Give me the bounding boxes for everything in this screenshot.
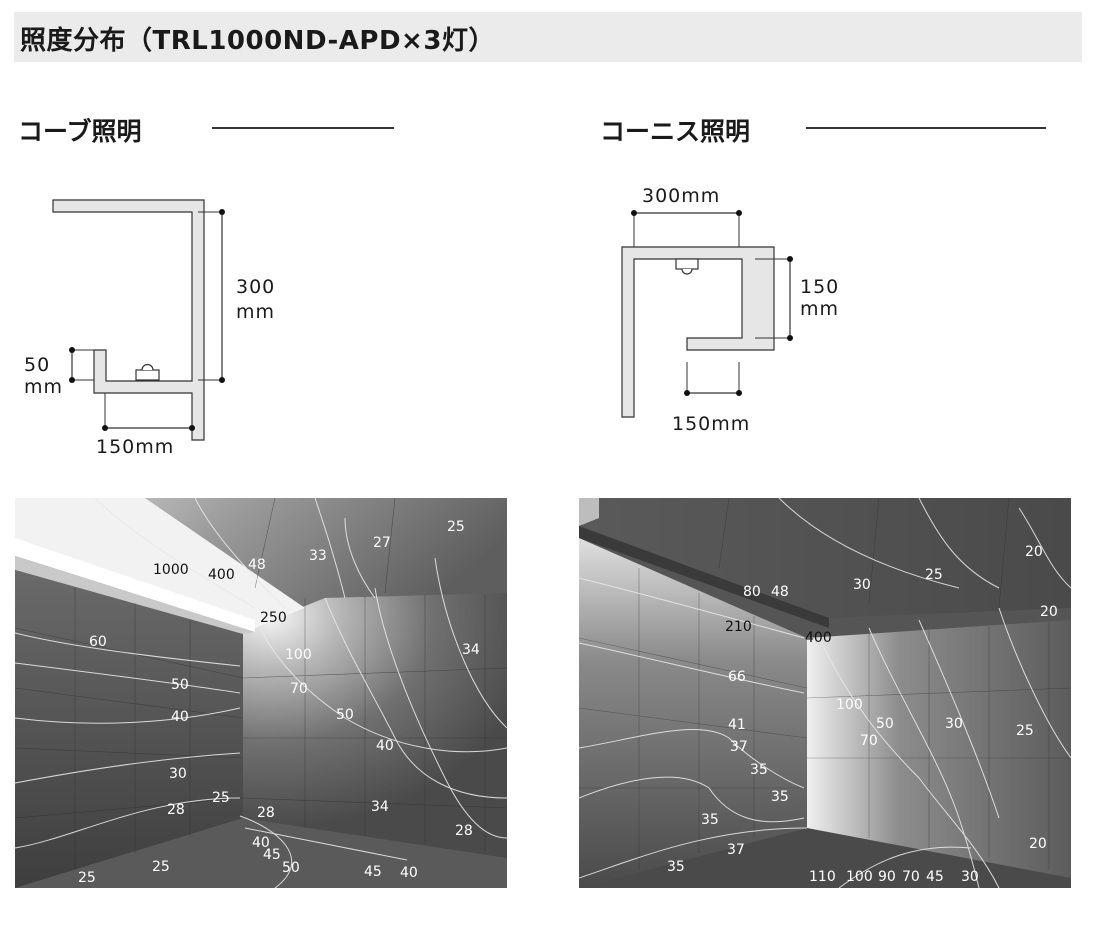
isolux-value: 400 <box>805 630 832 646</box>
isolux-value: 41 <box>728 717 746 733</box>
cove-heading: コーブ照明 <box>18 117 142 146</box>
isolux-value: 48 <box>248 557 266 573</box>
isolux-value: 20 <box>1029 836 1047 852</box>
isolux-value: 45 <box>263 847 281 863</box>
cornice-profile <box>621 246 775 418</box>
page-title: 照度分布（TRL1000ND-APD×3灯） <box>20 26 495 56</box>
isolux-value: 40 <box>252 835 270 851</box>
isolux-value: 34 <box>371 799 389 815</box>
isolux-value: 210 <box>725 619 752 635</box>
isolux-value: 50 <box>876 716 894 732</box>
isolux-value: 100 <box>846 869 873 885</box>
cove-dim-lip-unit: mm <box>24 376 63 398</box>
isolux-value: 25 <box>152 859 170 875</box>
isolux-value: 37 <box>730 739 748 755</box>
isolux-value: 60 <box>89 634 107 650</box>
cornice-illuminance-render: 210 400 20 25 30 80 48 20 66 100 50 30 2… <box>579 498 1071 888</box>
isolux-value: 25 <box>447 519 465 535</box>
isolux-value: 25 <box>78 870 96 886</box>
isolux-value: 35 <box>701 812 719 828</box>
lamp-icon <box>675 258 699 275</box>
isolux-value: 40 <box>376 738 394 754</box>
isolux-value: 30 <box>169 766 187 782</box>
cove-dim-width: 150mm <box>96 436 174 458</box>
isolux-value: 1000 <box>153 562 189 578</box>
isolux-value: 25 <box>1016 723 1034 739</box>
isolux-value: 48 <box>771 584 789 600</box>
isolux-value: 28 <box>167 802 185 818</box>
isolux-value: 45 <box>926 869 944 885</box>
isolux-value: 50 <box>336 707 354 723</box>
cove-dim-height-unit: mm <box>236 301 275 323</box>
isolux-value: 33 <box>309 548 327 564</box>
cornice-heading-rule <box>806 127 1046 129</box>
cove-dim-lip-value: 50 <box>24 354 50 376</box>
isolux-value: 110 <box>809 869 836 885</box>
isolux-value: 34 <box>462 642 480 658</box>
isolux-value: 37 <box>727 842 745 858</box>
isolux-value: 70 <box>860 733 878 749</box>
isolux-value: 70 <box>902 869 920 885</box>
isolux-value: 35 <box>750 762 768 778</box>
isolux-value: 30 <box>853 577 871 593</box>
isolux-value: 50 <box>282 860 300 876</box>
isolux-value: 28 <box>257 805 275 821</box>
isolux-value: 400 <box>208 567 235 583</box>
isolux-value: 30 <box>945 716 963 732</box>
isolux-value: 27 <box>373 535 391 551</box>
cornice-dim-bottom: 150mm <box>672 413 750 435</box>
isolux-value: 20 <box>1040 604 1058 620</box>
isolux-value: 35 <box>771 789 789 805</box>
isolux-value: 40 <box>171 709 189 725</box>
isolux-value: 40 <box>400 865 418 881</box>
isolux-value: 100 <box>836 697 863 713</box>
isolux-value: 100 <box>285 647 312 663</box>
cornice-dim-top: 300mm <box>642 185 720 207</box>
cornice-dim-height-value: 150 <box>800 276 839 298</box>
isolux-value: 20 <box>1025 544 1043 560</box>
isolux-value: 25 <box>212 790 230 806</box>
isolux-value: 80 <box>743 584 761 600</box>
isolux-value: 25 <box>925 567 943 583</box>
isolux-value: 66 <box>728 669 746 685</box>
isolux-value: 250 <box>260 610 287 626</box>
isolux-value: 90 <box>878 869 896 885</box>
isolux-value: 50 <box>171 677 189 693</box>
isolux-value: 28 <box>455 823 473 839</box>
cornice-section-diagram: 300mm 150 mm 150mm <box>621 185 839 435</box>
isolux-value: 45 <box>364 864 382 880</box>
isolux-value: 30 <box>961 869 979 885</box>
cove-heading-rule <box>212 127 394 129</box>
title-bar: 照度分布（TRL1000ND-APD×3灯） <box>14 12 1082 62</box>
isolux-value: 35 <box>667 859 685 875</box>
cove-dim-height-value: 300 <box>236 276 275 298</box>
cove-illuminance-render: 1000 400 250 48 33 27 25 60 100 34 50 70… <box>15 498 507 888</box>
cornice-dim-height-unit: mm <box>800 298 839 320</box>
cove-section-diagram: 300 mm 50 mm 150mm <box>24 199 275 458</box>
cornice-heading: コーニス照明 <box>600 117 751 146</box>
lamp-icon <box>135 363 160 381</box>
isolux-value: 70 <box>290 681 308 697</box>
cove-profile <box>52 199 205 441</box>
